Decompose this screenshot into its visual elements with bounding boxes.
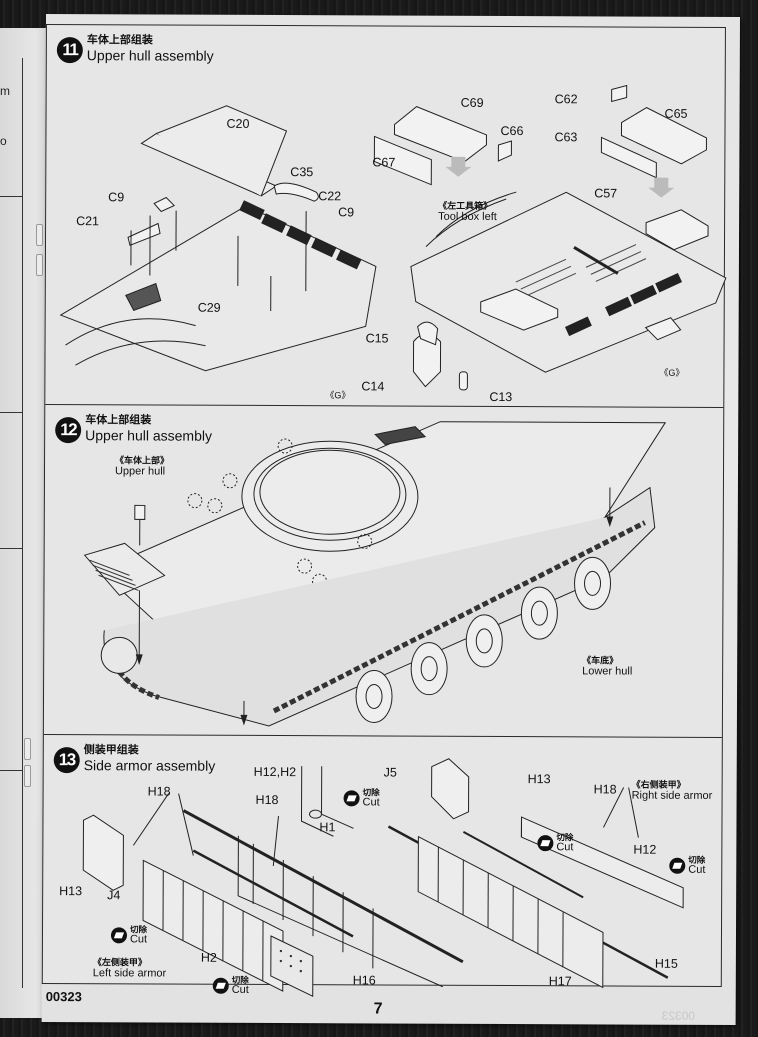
step-13: 13 侧装甲组装 Side armor assembly — [43, 735, 722, 997]
part-label: C66 — [500, 123, 524, 139]
part-label: C62 — [554, 92, 578, 107]
down-arrow-icon — [445, 156, 675, 198]
part-label: C65 — [664, 106, 688, 121]
part-label: H18 — [147, 784, 171, 799]
lower-hull-note: 《车底》 Lower hull — [582, 655, 633, 678]
page-frame: 11 车体上部组装 Upper hull assembly — [41, 23, 727, 997]
reference-label: 《G》 — [659, 367, 685, 378]
previous-page-divider — [0, 196, 22, 197]
previous-page-text: m — [0, 84, 10, 98]
part-label: C22 — [318, 189, 342, 204]
part-label: H15 — [654, 956, 678, 971]
bleed-through-code: 00323 — [661, 1008, 696, 1023]
part-label: H13 — [59, 884, 83, 899]
toolbox-left-note: 《左工具箱》 Tool box left — [438, 200, 497, 224]
instruction-page: 11 车体上部组装 Upper hull assembly — [41, 14, 740, 1026]
cut-icon — [343, 790, 360, 807]
part-label: H2 — [200, 950, 217, 965]
previous-page-divider — [0, 770, 22, 771]
staple — [24, 765, 31, 787]
part-label: J5 — [383, 765, 397, 780]
side-armor-diagram — [82, 758, 684, 997]
part-label: C29 — [197, 300, 221, 315]
part-label: C14 — [361, 379, 385, 394]
cut-icon — [110, 927, 128, 944]
part-label: H18 — [255, 792, 279, 808]
upper-hull-note: 《车体上部》 Upper hull — [114, 455, 170, 478]
part-label: C9 — [108, 190, 125, 205]
staple — [24, 738, 31, 760]
part-label: H12,H2 — [253, 764, 297, 780]
left-side-armor-note: 《左侧装甲》 Left side armor — [92, 957, 167, 980]
part-label: H13 — [527, 772, 551, 787]
step-11: 11 车体上部组装 Upper hull assembly — [45, 25, 727, 408]
product-code: 00323 — [45, 989, 82, 1005]
cut-icon — [669, 857, 686, 875]
part-label: C9 — [338, 205, 355, 220]
reference-label: 《G》 — [325, 390, 351, 401]
hull-mating-diagram — [83, 421, 667, 727]
part-label: C63 — [554, 130, 578, 145]
part-label: H12 — [633, 842, 657, 857]
part-label: C21 — [76, 214, 100, 229]
cut-icon — [212, 977, 229, 995]
staple — [36, 254, 43, 276]
part-label: J4 — [107, 888, 121, 903]
step-12: 12 车体上部组装 Upper hull assembly — [43, 405, 724, 738]
part-label: H16 — [352, 973, 376, 988]
part-label: C69 — [460, 95, 484, 110]
part-label: C67 — [372, 155, 396, 170]
cut-icon — [537, 835, 554, 852]
page-number: 7 — [373, 1000, 383, 1018]
previous-page-divider — [0, 412, 22, 413]
staple — [36, 224, 43, 246]
part-label: C35 — [290, 165, 314, 180]
previous-page-text: o — [0, 134, 7, 148]
previous-page-frame — [0, 58, 23, 988]
part-label: C13 — [489, 389, 513, 405]
part-label: H18 — [593, 782, 617, 797]
part-label: C15 — [365, 331, 389, 346]
previous-page-divider — [0, 548, 22, 549]
part-label: H1 — [319, 820, 336, 835]
right-side-armor-note: 《右侧装甲》 Right side armor — [631, 779, 713, 803]
part-label: C20 — [226, 116, 250, 131]
upper-hull-diagram — [59, 84, 727, 391]
part-label: C57 — [594, 186, 618, 201]
part-label: H17 — [548, 974, 572, 989]
